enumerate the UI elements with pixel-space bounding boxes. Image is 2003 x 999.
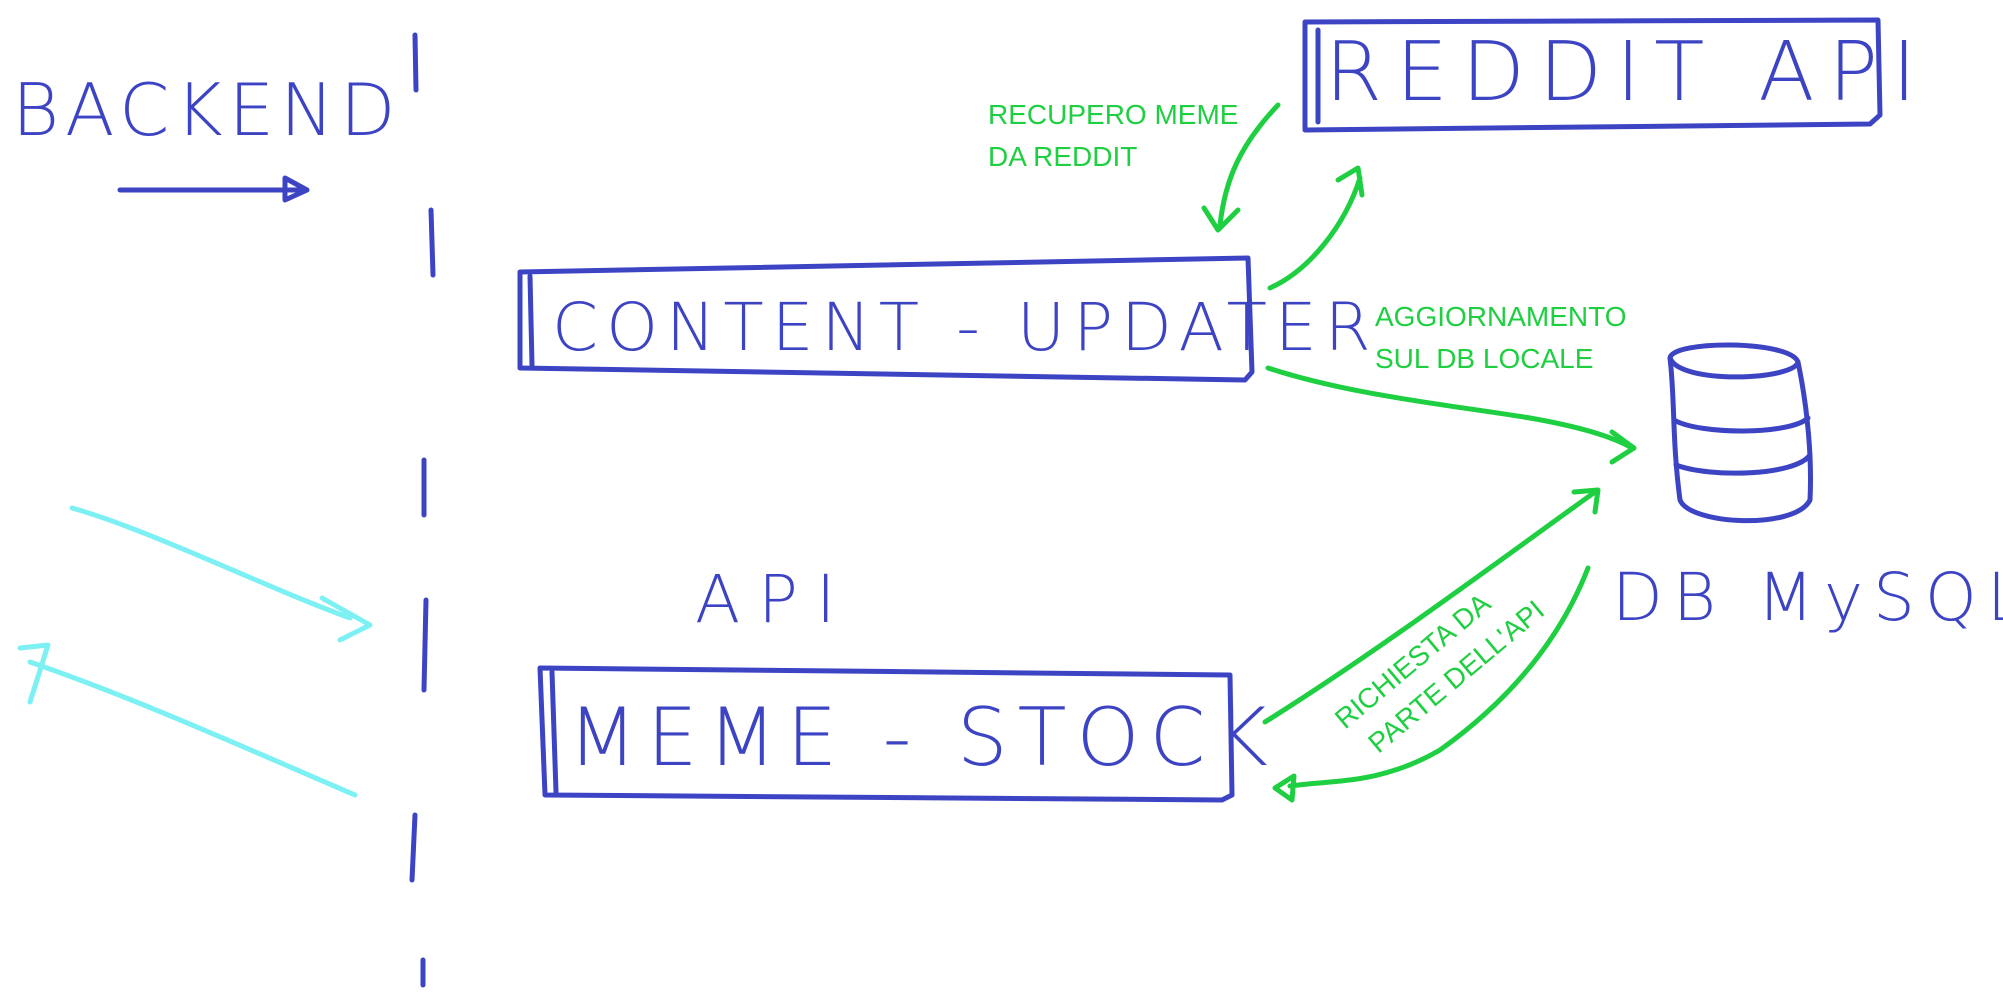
aggiornamento-note-line2: SUL DB LOCALE bbox=[1375, 343, 1593, 374]
backend-arrow-head bbox=[282, 175, 310, 203]
db-to-meme-stock-arrow-head bbox=[1272, 773, 1297, 803]
aggiornamento-arrow-line bbox=[1265, 365, 1635, 451]
recupero-arrow-head bbox=[1201, 205, 1241, 233]
updater-to-reddit-arrow-head bbox=[1335, 165, 1365, 198]
client-response-arrow-line bbox=[27, 659, 358, 798]
client-request-arrow-head bbox=[319, 595, 373, 643]
meme-stock-label: MEME - STOCK bbox=[568, 691, 1278, 784]
meme-stock-box-inner-edge bbox=[549, 669, 559, 795]
api-label: API bbox=[695, 561, 853, 638]
content-updater-box-inner-edge bbox=[527, 273, 535, 368]
reddit-api-label: REDDIT API bbox=[1325, 25, 1930, 120]
database-icon bbox=[1667, 342, 1813, 524]
aggiornamento-arrow-head bbox=[1609, 429, 1637, 465]
aggiornamento-note-line1: AGGIORNAMENTO bbox=[1375, 301, 1627, 332]
meme-stock-box bbox=[537, 665, 1235, 803]
richiesta-note: RICHIESTA DA PARTE DELL'API bbox=[1329, 587, 1550, 759]
backend-boundary-dashed-line bbox=[409, 32, 436, 988]
meme-stock-to-db-arrow-line bbox=[1262, 489, 1598, 725]
recupero-note-line1: RECUPERO MEME bbox=[988, 99, 1238, 130]
content-updater-label: CONTENT - UPDATER bbox=[552, 289, 1379, 366]
recupero-arrow-line bbox=[1217, 102, 1281, 228]
content-updater-box bbox=[517, 255, 1255, 383]
backend-label: BACKEND bbox=[12, 68, 401, 152]
db-label: DB MySQL bbox=[1612, 559, 2003, 636]
client-request-arrow-line bbox=[69, 505, 353, 621]
client-response-arrow-head bbox=[17, 642, 51, 705]
updater-to-reddit-arrow-line bbox=[1267, 175, 1363, 291]
meme-stock-to-db-arrow-head bbox=[1571, 487, 1601, 515]
reddit-api-box bbox=[1302, 17, 1883, 133]
db-to-meme-stock-arrow-line bbox=[1287, 565, 1591, 789]
recupero-note-line2: DA REDDIT bbox=[988, 141, 1137, 172]
